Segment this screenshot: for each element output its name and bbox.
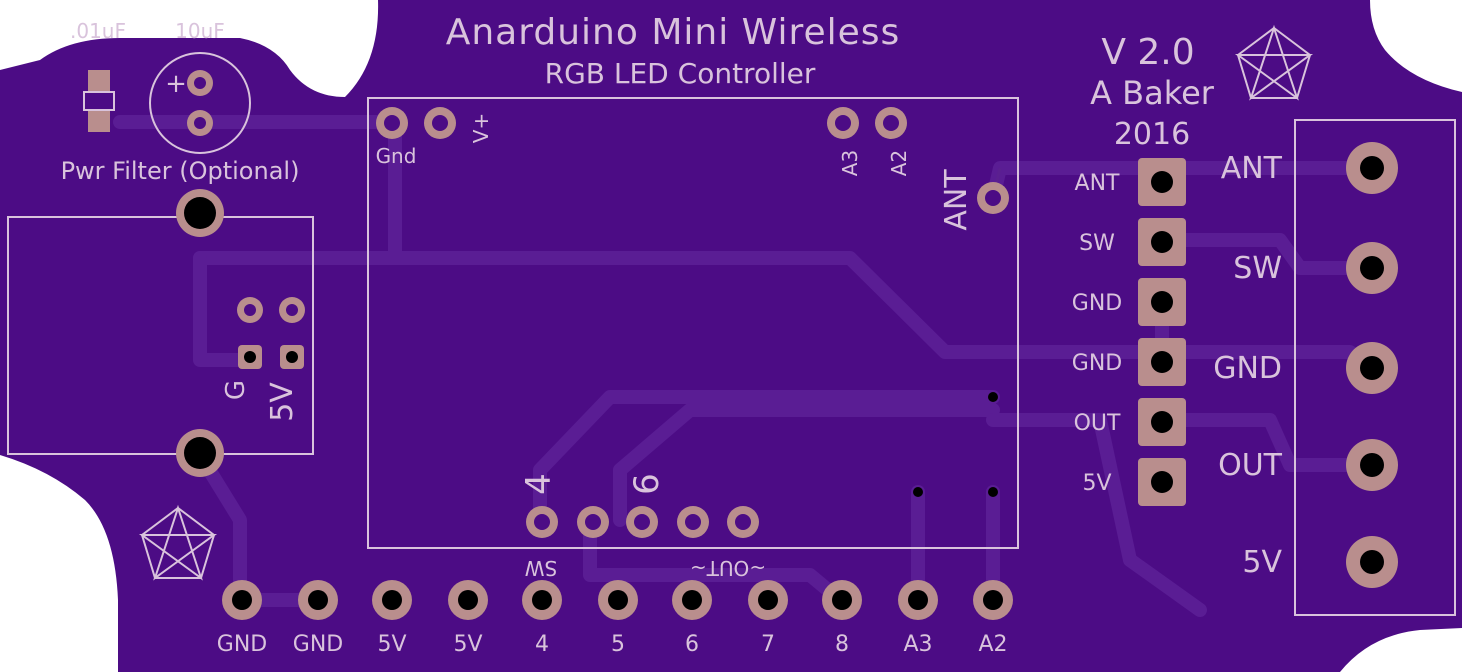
pentagon-logo-bottom-icon xyxy=(138,504,218,581)
bottom-pin-label: 4 xyxy=(535,632,549,657)
bottom-header-pad xyxy=(672,580,712,620)
terminal-label: 5V xyxy=(1242,545,1282,580)
bottom-pin-label: GND xyxy=(217,632,267,657)
module-pad xyxy=(677,506,709,538)
jack-mount-hole xyxy=(176,429,224,477)
header-pad xyxy=(1138,458,1186,506)
bottom-header-pad xyxy=(448,580,488,620)
g-label: G xyxy=(221,380,251,400)
bottom-pin-label: 6 xyxy=(685,632,699,657)
bottom-header-pad xyxy=(748,580,788,620)
module-ant-pad xyxy=(977,182,1009,214)
header-label: GND xyxy=(1072,351,1122,376)
header-label: 5V xyxy=(1082,471,1111,496)
terminal-pad xyxy=(1346,439,1398,491)
bottom-pin-label: 8 xyxy=(835,632,849,657)
terminal-label: ANT xyxy=(1221,151,1283,186)
module-pad xyxy=(626,506,658,538)
module-a3-label: A3 xyxy=(838,150,862,176)
terminal-label: SW xyxy=(1233,251,1282,286)
header-pad xyxy=(1138,278,1186,326)
power-jack-outline xyxy=(7,216,314,455)
bottom-header-pad xyxy=(822,580,862,620)
regulator-pad-5v xyxy=(280,345,304,369)
bottom-pin-label: GND xyxy=(293,632,343,657)
header-label: GND xyxy=(1072,291,1122,316)
header-pad xyxy=(1138,398,1186,446)
sw-under-label: SW xyxy=(525,556,558,580)
wireless-module-outline xyxy=(367,97,1019,549)
pentagon-logo-top-icon xyxy=(1234,24,1314,101)
module-pad xyxy=(577,506,609,538)
bottom-header-pad xyxy=(522,580,562,620)
regulator-pad xyxy=(237,297,263,323)
terminal-pad xyxy=(1346,536,1398,588)
fivev-label: 5V xyxy=(265,382,300,422)
bottom-pin-label: 5V xyxy=(377,632,406,657)
header-label: OUT xyxy=(1074,411,1121,436)
cap-large-label: 10uF xyxy=(175,19,225,43)
smd-capacitor xyxy=(83,70,115,132)
via xyxy=(988,487,998,497)
module-pad xyxy=(875,107,907,139)
regulator-pad xyxy=(279,297,305,323)
header-pad xyxy=(1138,158,1186,206)
header-pad xyxy=(1138,338,1186,386)
module-gnd-label: Gnd xyxy=(376,144,417,168)
module-pad xyxy=(526,506,558,538)
terminal-block-outline xyxy=(1294,119,1456,616)
bottom-header-pad xyxy=(973,580,1013,620)
bottom-pin-label: A2 xyxy=(978,632,1007,657)
bottom-header-pad xyxy=(298,580,338,620)
via xyxy=(988,392,998,402)
module-pad xyxy=(827,107,859,139)
bottom-pin-label: 5V xyxy=(453,632,482,657)
terminal-label: OUT xyxy=(1218,448,1283,483)
regulator-pad-g xyxy=(238,345,262,369)
module-pad xyxy=(424,107,456,139)
board-subtitle: RGB LED Controller xyxy=(545,57,816,90)
board-year: 2016 xyxy=(1114,117,1190,152)
pwr-filter-label: Pwr Filter (Optional) xyxy=(61,157,300,185)
module-ant-label: ANT xyxy=(939,169,974,231)
cap-pad xyxy=(187,70,213,96)
header-label: SW xyxy=(1079,231,1115,256)
header-pad xyxy=(1138,218,1186,266)
pads xyxy=(176,70,1398,620)
terminal-pad xyxy=(1346,342,1398,394)
module-a2-label: A2 xyxy=(887,150,911,176)
bottom-pin-label: 7 xyxy=(761,632,775,657)
electrolytic-cap-outline xyxy=(149,52,251,154)
board-title: Anarduino Mini Wireless xyxy=(446,12,901,53)
terminal-label: GND xyxy=(1213,351,1282,386)
out-under-label: ~OUT~ xyxy=(690,556,766,580)
bottom-header-pad xyxy=(222,580,262,620)
pin-labels: ANT SW GND GND OUT 5V ANT SW GND OUT 5V GND GND 5V 5V 4… xyxy=(217,151,1283,657)
jack-mount-hole xyxy=(176,189,224,237)
pin4-label: 4 xyxy=(519,473,559,495)
cap-plus-label: + xyxy=(165,69,187,99)
cap-pad xyxy=(187,110,213,136)
module-pad xyxy=(727,506,759,538)
bottom-header-pad xyxy=(898,580,938,620)
pin6-label: 6 xyxy=(627,473,667,495)
bottom-pin-label: A3 xyxy=(903,632,932,657)
board-version: V 2.0 xyxy=(1101,32,1194,73)
via xyxy=(913,487,923,497)
terminal-pad xyxy=(1346,142,1398,194)
terminal-pad xyxy=(1346,242,1398,294)
module-pad xyxy=(376,107,408,139)
bottom-header-pad xyxy=(372,580,412,620)
header-label: ANT xyxy=(1075,171,1121,196)
bottom-header-pad xyxy=(598,580,638,620)
cap-small-label: .01uF xyxy=(70,19,126,43)
board-author: A Baker xyxy=(1090,74,1215,112)
bottom-pin-label: 5 xyxy=(611,632,625,657)
module-vplus-label: V+ xyxy=(469,113,493,143)
